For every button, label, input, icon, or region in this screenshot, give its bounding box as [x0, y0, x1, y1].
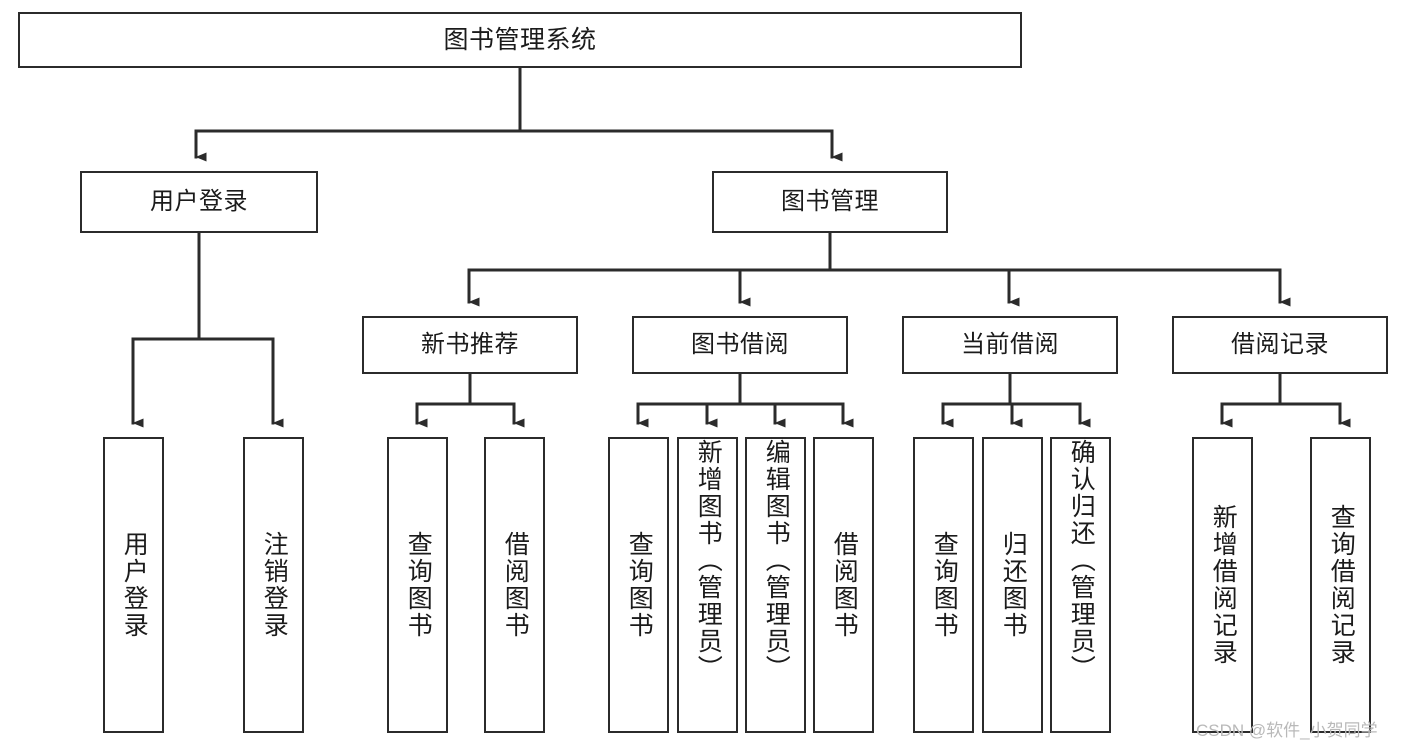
node-borrow-record-label: 借阅记录 [1231, 331, 1329, 359]
node-borrow-record[interactable]: 借阅记录 [1172, 316, 1388, 374]
node-book-borrow-label: 图书借阅 [691, 331, 789, 359]
node-leaf-add-book-label: 新增图书（管理员） [694, 439, 723, 682]
node-leaf-return-book-label: 归还图书 [999, 531, 1028, 639]
node-leaf-edit-book-label: 编辑图书（管理员） [762, 439, 791, 682]
node-leaf-query-book-3-label: 查询图书 [930, 531, 959, 639]
csdn-watermark: CSDN @软件_小贺同学 [1196, 721, 1378, 740]
node-leaf-query-record-label: 查询借阅记录 [1327, 504, 1356, 666]
node-leaf-borrow-book-2[interactable]: 借阅图书 [813, 437, 874, 733]
node-leaf-borrow-book-1[interactable]: 借阅图书 [484, 437, 545, 733]
node-leaf-borrow-book-2-label: 借阅图书 [830, 531, 859, 639]
node-leaf-confirm-return-label: 确认归还（管理员） [1067, 439, 1096, 682]
node-leaf-borrow-book-1-label: 借阅图书 [501, 531, 530, 639]
node-leaf-user-login[interactable]: 用户登录 [103, 437, 164, 733]
node-current-borrow-label: 当前借阅 [961, 331, 1059, 359]
node-leaf-logout-login[interactable]: 注销登录 [243, 437, 304, 733]
node-leaf-add-record[interactable]: 新增借阅记录 [1192, 437, 1253, 733]
node-leaf-add-book[interactable]: 新增图书（管理员） [677, 437, 738, 733]
node-new-book-recommend-label: 新书推荐 [421, 331, 519, 359]
node-leaf-edit-book[interactable]: 编辑图书（管理员） [745, 437, 806, 733]
node-leaf-user-login-label: 用户登录 [120, 531, 149, 639]
node-leaf-confirm-return[interactable]: 确认归还（管理员） [1050, 437, 1111, 733]
node-root[interactable]: 图书管理系统 [18, 12, 1022, 68]
node-leaf-add-record-label: 新增借阅记录 [1209, 504, 1238, 666]
node-leaf-query-book-2[interactable]: 查询图书 [608, 437, 669, 733]
node-leaf-return-book[interactable]: 归还图书 [982, 437, 1043, 733]
node-leaf-logout-login-label: 注销登录 [260, 531, 289, 639]
node-root-label: 图书管理系统 [443, 25, 597, 54]
node-user-login-label: 用户登录 [150, 188, 248, 216]
node-leaf-query-book-3[interactable]: 查询图书 [913, 437, 974, 733]
node-leaf-query-book-1-label: 查询图书 [404, 531, 433, 639]
node-leaf-query-book-2-label: 查询图书 [625, 531, 654, 639]
node-user-login[interactable]: 用户登录 [80, 171, 318, 233]
node-leaf-query-record[interactable]: 查询借阅记录 [1310, 437, 1371, 733]
node-book-manage[interactable]: 图书管理 [712, 171, 948, 233]
node-book-manage-label: 图书管理 [781, 188, 879, 216]
node-book-borrow[interactable]: 图书借阅 [632, 316, 848, 374]
node-new-book-recommend[interactable]: 新书推荐 [362, 316, 578, 374]
node-leaf-query-book-1[interactable]: 查询图书 [387, 437, 448, 733]
node-current-borrow[interactable]: 当前借阅 [902, 316, 1118, 374]
